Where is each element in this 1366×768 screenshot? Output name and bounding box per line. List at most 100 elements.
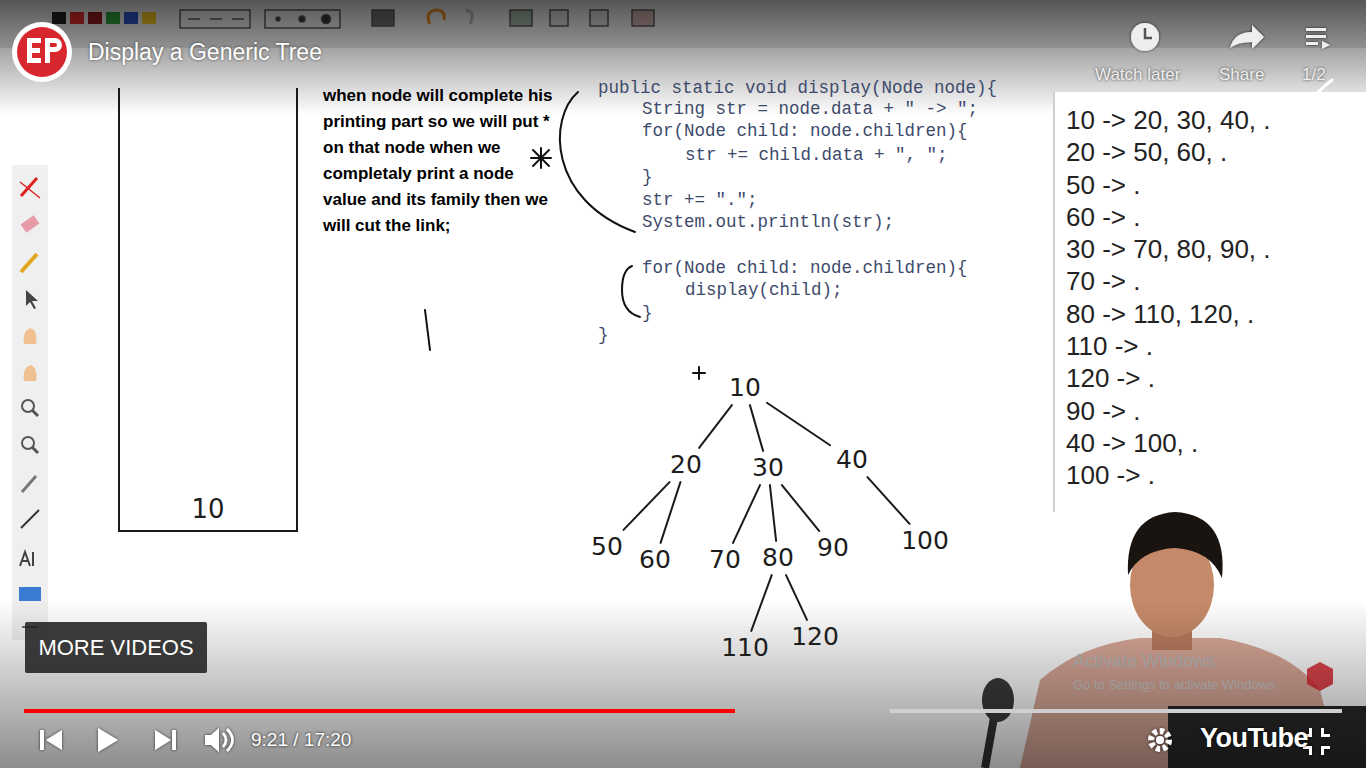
player-label: Watch later xyxy=(1095,65,1180,85)
watermark: Go to Settings to activate Windows. xyxy=(1073,677,1278,692)
code-line: display(child); xyxy=(685,279,843,301)
output-line: 110 -> . xyxy=(1066,330,1360,362)
tree-branch xyxy=(661,482,681,543)
tree-branch xyxy=(770,485,776,541)
line-icon xyxy=(21,510,39,528)
code-line: str += child.data + ", "; xyxy=(685,144,948,166)
playlist-icon xyxy=(1306,28,1326,31)
tree-node: 110 xyxy=(718,634,772,662)
output-line: 80 -> 110, 120, . xyxy=(1066,298,1360,330)
channel-logo xyxy=(12,22,72,82)
stack-value: 10 xyxy=(191,495,224,524)
playlist-icon xyxy=(1306,35,1326,38)
code-line-holder: str += child.data + ", "; xyxy=(685,144,948,166)
output-panel: 10 -> 20, 30, 40, .20 -> 50, 60, .50 -> … xyxy=(1053,92,1366,512)
watermark: Activate Windows xyxy=(1073,651,1215,672)
hand-icon xyxy=(24,365,37,381)
tree-branch xyxy=(699,405,732,448)
hand-icon xyxy=(24,328,37,344)
eraser-icon xyxy=(21,215,40,232)
code-line-holder: System.out.println(str); xyxy=(642,211,894,233)
volume-wave xyxy=(227,729,233,751)
tree-node: 20 xyxy=(667,451,705,479)
next-button xyxy=(155,730,176,750)
code-line: } xyxy=(642,302,653,324)
tree-branch xyxy=(786,575,807,620)
video-title: Display a Generic Tree xyxy=(88,39,322,66)
tool-palette xyxy=(12,165,48,640)
progress-played xyxy=(24,709,735,713)
player-controls xyxy=(40,728,1330,755)
code-line-holder: display(child); xyxy=(685,279,843,301)
clock-icon xyxy=(1131,23,1159,51)
note-text-holder: when node will complete his printing par… xyxy=(323,83,559,239)
note-text: when node will complete his printing par… xyxy=(323,83,559,239)
code-line-holder: for(Node child: node.children){ xyxy=(642,257,968,279)
screen-icon xyxy=(19,587,41,601)
code-line: System.out.println(str); xyxy=(642,211,894,233)
code-line-holder: str += "."; xyxy=(642,189,758,211)
clock-hands xyxy=(1145,28,1152,38)
youtube-logo: YouTube xyxy=(1200,723,1308,754)
code-line-holder: } xyxy=(642,166,653,188)
tree-value: 30 xyxy=(752,455,784,481)
youtube-logo-holder: YouTube xyxy=(1200,723,1308,754)
star-mark xyxy=(531,148,551,168)
code-line-holder: } xyxy=(598,324,609,346)
code-line-holder: public static void display(Node node){ xyxy=(598,77,997,99)
tree-value: 100 xyxy=(901,528,949,554)
palette-panel xyxy=(12,165,48,640)
time-display: 9:21 / 17:20 xyxy=(251,729,351,751)
more-videos-button: MORE VIDEOS xyxy=(25,622,207,673)
tree-value: 20 xyxy=(670,452,702,478)
output-line: 50 -> . xyxy=(1066,169,1360,201)
tree-node: 50 xyxy=(588,533,626,561)
code-line-holder: } xyxy=(642,302,653,324)
tree-value: 40 xyxy=(836,447,868,473)
playlist-count: 1/2 xyxy=(1302,65,1326,85)
output-line: 30 -> 70, 80, 90, . xyxy=(1066,233,1360,265)
share-icon xyxy=(1230,25,1264,49)
code-line: str += "."; xyxy=(642,189,758,211)
zoom-icon xyxy=(32,410,38,416)
select-icon xyxy=(26,290,38,309)
tree-node: 120 xyxy=(788,623,842,651)
logo-mark xyxy=(27,38,41,63)
pencil-icon xyxy=(21,254,37,272)
tree-node: 80 xyxy=(759,544,797,572)
output-line: 90 -> . xyxy=(1066,395,1360,427)
code-line: } xyxy=(642,166,653,188)
tree-value: 70 xyxy=(709,547,741,573)
logo-disc xyxy=(17,27,67,77)
logo-ring xyxy=(12,22,72,82)
logo-mark xyxy=(45,38,62,63)
text-tool-icon xyxy=(20,552,33,566)
player-top-icons xyxy=(1131,23,1330,51)
volume-button xyxy=(205,728,219,752)
zoom-icon xyxy=(32,447,38,453)
watermark-holder: Activate Windows xyxy=(1073,651,1215,672)
tree-node: 100 xyxy=(898,527,952,555)
tree-node: 10 xyxy=(726,374,764,402)
previous-button xyxy=(40,730,62,750)
volume-wave xyxy=(223,733,226,747)
playlist-count-holder: 1/2 xyxy=(1302,65,1326,85)
progress-track xyxy=(24,709,1342,713)
tree-value: 50 xyxy=(591,534,623,560)
watermark-holder: Go to Settings to activate Windows. xyxy=(1073,677,1278,692)
hair xyxy=(1128,512,1223,578)
code-line-holder: String str = node.data + " -> "; xyxy=(642,98,978,120)
loop-bracket xyxy=(622,266,640,317)
output-line: 40 -> 100, . xyxy=(1066,427,1360,459)
tree-value: 110 xyxy=(721,635,769,661)
play-button xyxy=(98,728,118,752)
tree-node: 70 xyxy=(706,546,744,574)
player-label-holder: Watch later xyxy=(1095,65,1180,85)
pen-stroke xyxy=(425,310,430,350)
output-line: 20 -> 50, 60, . xyxy=(1066,136,1360,168)
output-line: 100 -> . xyxy=(1066,459,1360,491)
tree-branch xyxy=(767,403,830,446)
tree-value: 90 xyxy=(817,535,849,561)
